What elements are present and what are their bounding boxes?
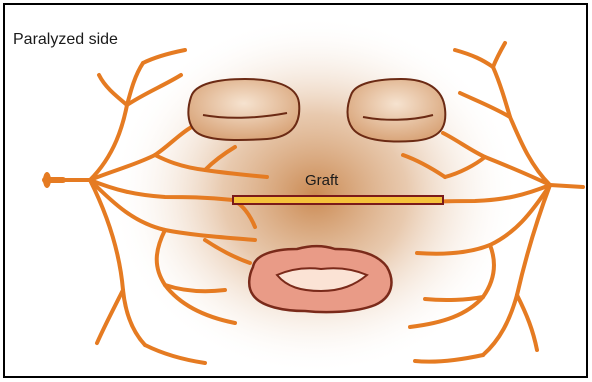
diagram-frame: Paralyzed side Graft [3,3,588,378]
graft-bar [233,196,443,204]
mouth [249,246,391,312]
left-eye [188,79,299,140]
nerve-trunk-end [43,172,51,188]
right-eye [348,79,446,142]
face-nerve-diagram [5,5,586,376]
paralyzed-side-label: Paralyzed side [13,31,118,49]
graft-label: Graft [305,172,338,189]
